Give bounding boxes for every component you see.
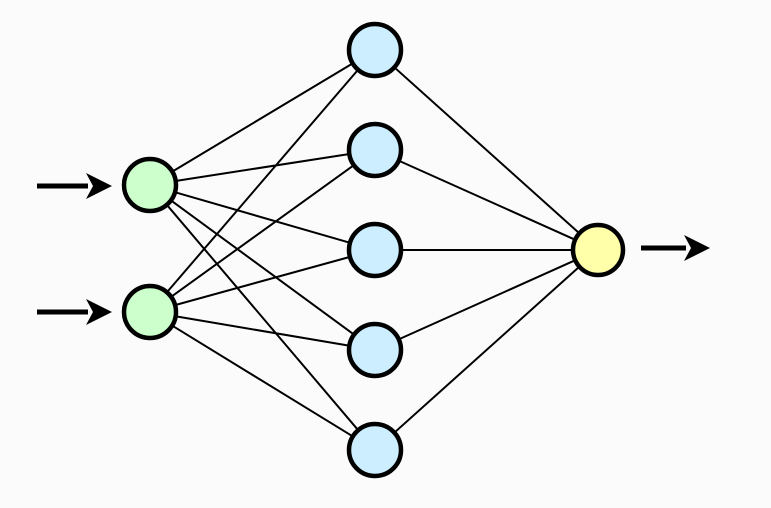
edge-i2-h3 [173, 255, 352, 307]
node-h4-hidden[interactable] [346, 321, 404, 379]
edges-group [165, 61, 582, 438]
edge-h4-o1 [396, 258, 578, 341]
edge-i2-h4 [173, 315, 352, 347]
nodes-group [121, 21, 626, 479]
arrow-head-icon [684, 235, 710, 261]
edge-i1-h2 [173, 152, 352, 183]
node-h3-hidden[interactable] [346, 221, 404, 279]
node-i1-input[interactable] [121, 156, 179, 214]
node-h5-hidden[interactable] [346, 421, 404, 479]
arrow-head-icon [86, 173, 112, 199]
edge-i1-h5 [165, 203, 360, 432]
edge-i2-h2 [169, 163, 356, 299]
input-arrow-in2 [37, 299, 112, 325]
input-arrow-in1 [37, 173, 112, 199]
arrow-head-icon [86, 299, 112, 325]
edge-h1-o1 [392, 65, 582, 235]
node-o1-output[interactable] [570, 222, 626, 278]
edge-i1-h3 [173, 190, 352, 245]
node-h1-hidden[interactable] [346, 21, 404, 79]
node-h2-hidden[interactable] [346, 121, 404, 179]
node-i2-input[interactable] [121, 283, 179, 341]
edge-h5-o1 [392, 265, 582, 435]
edge-h2-o1 [396, 159, 578, 242]
edge-i1-h1 [170, 61, 355, 174]
output-arrow-out1 [641, 235, 710, 261]
edge-i2-h1 [165, 67, 360, 295]
edge-i1-h4 [169, 198, 356, 337]
io-arrows-group [37, 173, 710, 325]
edge-i2-h5 [170, 324, 355, 438]
